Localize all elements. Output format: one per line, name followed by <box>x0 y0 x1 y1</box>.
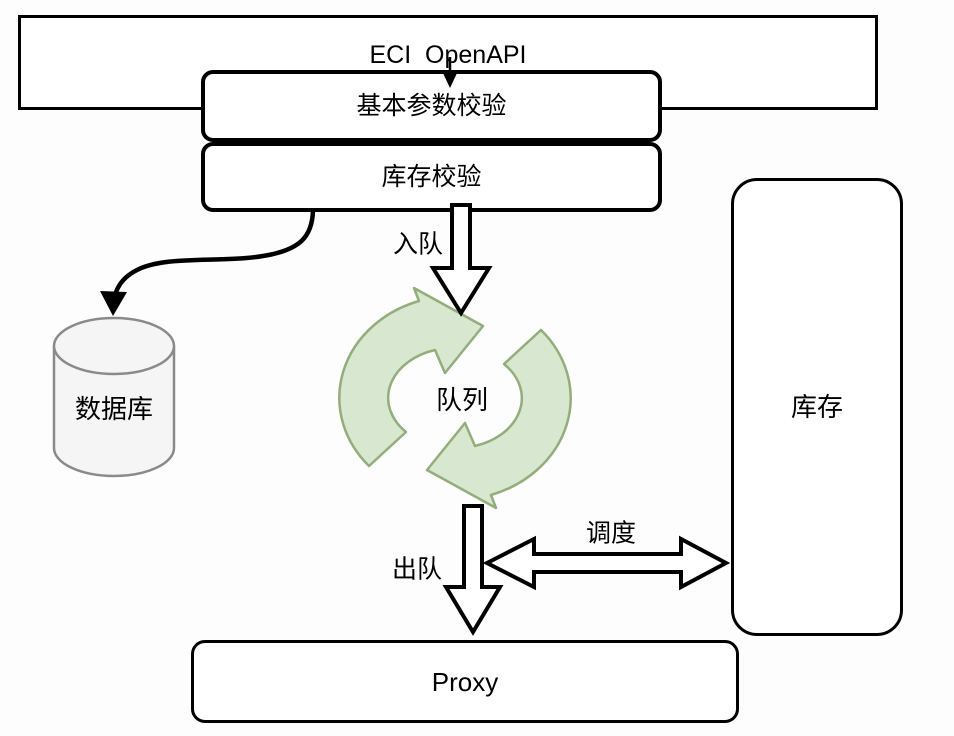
enqueue-arrow <box>429 203 493 317</box>
inventory-check-box: 库存校验 <box>201 142 662 212</box>
dequeue-arrow <box>442 504 504 636</box>
enqueue-edge-label: 入队 <box>392 230 444 259</box>
database-label: 数据库 <box>74 394 154 424</box>
inventory-check-label: 库存校验 <box>381 162 482 191</box>
proxy-box: Proxy <box>191 640 739 723</box>
dequeue-edge-label: 出队 <box>391 555 443 584</box>
basic-param-check-box: 基本参数校验 <box>201 70 662 142</box>
queue-label: 队列 <box>435 385 489 415</box>
schedule-edge-label: 调度 <box>585 519 637 548</box>
eci-openapi-label: ECI OpenAPI <box>369 41 527 69</box>
inventory-label: 库存 <box>790 392 843 422</box>
basic-param-check-label: 基本参数校验 <box>356 91 507 120</box>
inventory-box: 库存 <box>731 178 903 636</box>
check-to-database-arrow <box>100 208 316 316</box>
proxy-label: Proxy <box>431 666 499 697</box>
